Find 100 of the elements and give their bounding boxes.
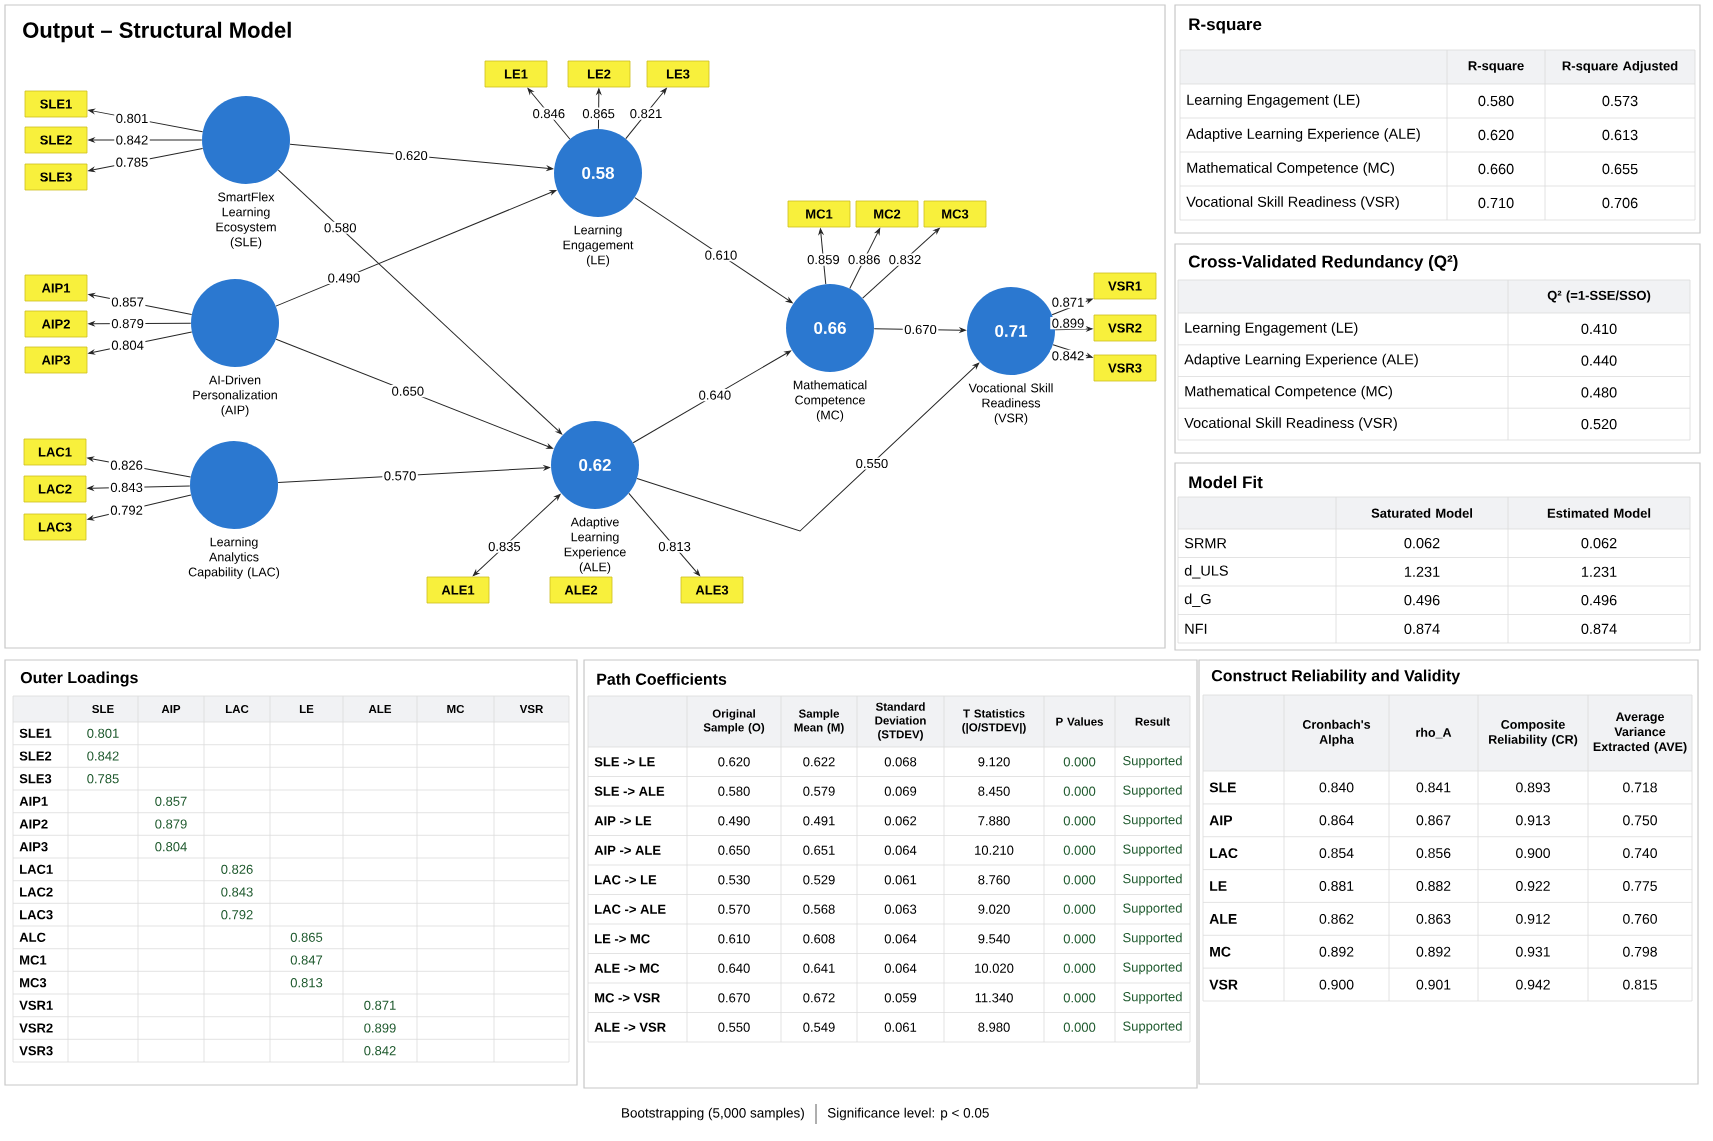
edge-label: 0.886 bbox=[846, 253, 882, 266]
table-value: 0.931 bbox=[1516, 946, 1550, 957]
arrow bbox=[625, 88, 667, 140]
panel-title: Outer Loadings bbox=[20, 671, 138, 687]
table-value: 10.020 bbox=[975, 963, 1014, 973]
table-value: 0.530 bbox=[718, 875, 750, 885]
construct-label: AI-Driven Personalization (AIP) bbox=[193, 375, 277, 417]
table-value: 0.710 bbox=[1478, 197, 1514, 209]
row-label: VSR1 bbox=[19, 1000, 53, 1010]
row-label: SLE -> ALE bbox=[594, 786, 665, 796]
table-value: 0.900 bbox=[1319, 979, 1354, 990]
table-value: 0.640 bbox=[718, 963, 750, 973]
table-value: 0.740 bbox=[1623, 848, 1657, 859]
diagram-title: Output – Structural Model bbox=[23, 21, 291, 43]
table-value: 0.841 bbox=[1416, 782, 1451, 793]
edge-label: 0.670 bbox=[902, 323, 939, 336]
table-value: 0.550 bbox=[718, 1022, 750, 1032]
table-value: 0.520 bbox=[1581, 418, 1617, 430]
column-header: T Statistics (|O/STDEV|) bbox=[962, 709, 1026, 734]
table-value: 9.120 bbox=[978, 757, 1010, 767]
table-value: 0.064 bbox=[884, 963, 917, 973]
edge-label: 0.650 bbox=[390, 385, 426, 398]
row-label: AIP bbox=[1209, 815, 1233, 826]
row-label: MC -> VSR bbox=[595, 993, 661, 1003]
row-label: NFI bbox=[1185, 623, 1207, 634]
table-value: 0.549 bbox=[803, 1022, 835, 1032]
edge-label: 0.792 bbox=[108, 504, 145, 517]
indicator-box: LE2 bbox=[567, 60, 631, 88]
arrow bbox=[632, 350, 792, 444]
edge-label: 0.843 bbox=[108, 481, 145, 494]
panel-title: Cross-Validated Redundancy (Q²) bbox=[1188, 255, 1458, 271]
table-value: 0.064 bbox=[884, 845, 917, 855]
table-value: 0.063 bbox=[884, 904, 917, 914]
table-value: 0.068 bbox=[884, 757, 917, 767]
table-value: 0.863 bbox=[1416, 913, 1451, 924]
table-value: 0.847 bbox=[290, 955, 323, 965]
table-value: 0.062 bbox=[884, 816, 917, 826]
table-value: 0.490 bbox=[718, 816, 750, 826]
table-value: 7.880 bbox=[978, 816, 1010, 826]
row-label: VSR bbox=[1209, 979, 1238, 990]
edge-label: 0.842 bbox=[114, 133, 150, 147]
edge-label: 0.835 bbox=[486, 540, 523, 553]
table-value: 0.942 bbox=[1516, 979, 1550, 990]
table-value: 0.655 bbox=[1602, 163, 1638, 175]
column-header: Average Variance Extracted (AVE) bbox=[1593, 712, 1687, 754]
table-value: 0.842 bbox=[364, 1046, 396, 1056]
edge-label: 0.570 bbox=[382, 469, 418, 482]
indicator-box: SLE1 bbox=[24, 90, 88, 118]
table-value: 8.450 bbox=[978, 786, 1010, 796]
indicator-box: VSR1 bbox=[1093, 272, 1157, 300]
table-value: Supported bbox=[1123, 844, 1182, 857]
table-value: 1.231 bbox=[1581, 566, 1617, 577]
row-label: Mathematical Competence (MC) bbox=[1185, 385, 1392, 400]
table-value: 0.062 bbox=[1404, 538, 1440, 549]
table-value: 0.801 bbox=[87, 728, 119, 738]
row-label: d_G bbox=[1184, 593, 1211, 607]
table-value: 0.864 bbox=[1319, 815, 1354, 826]
table-value: 0.785 bbox=[87, 774, 119, 784]
table-value: 0.857 bbox=[155, 796, 187, 806]
row-label: SLE2 bbox=[19, 751, 52, 761]
edge-label: 0.580 bbox=[322, 221, 358, 234]
table-value: 0.901 bbox=[1416, 979, 1451, 990]
table-value: 0.874 bbox=[1404, 623, 1440, 634]
footnote: Significance level: p < 0.05 bbox=[827, 1107, 989, 1121]
table-value: 0.775 bbox=[1623, 881, 1657, 891]
table-value: 0.913 bbox=[1516, 815, 1550, 826]
indicator-box: MC2 bbox=[855, 200, 919, 228]
table-value: 0.579 bbox=[803, 786, 835, 796]
arrow bbox=[596, 88, 602, 130]
row-label: SLE bbox=[1209, 782, 1236, 793]
table-value: 0.651 bbox=[803, 845, 835, 855]
row-label: Mathematical Competence (MC) bbox=[1187, 162, 1394, 176]
table-value: 0.856 bbox=[1416, 848, 1451, 859]
row-label: Learning Engagement (LE) bbox=[1187, 94, 1360, 108]
table-value: 0.620 bbox=[1478, 129, 1514, 141]
indicator-box: AIP2 bbox=[24, 310, 88, 338]
column-header: ALE bbox=[368, 705, 392, 713]
column-header: AIP bbox=[161, 705, 181, 713]
table-value: 0.000 bbox=[1063, 816, 1096, 826]
table-value: 0.871 bbox=[364, 1000, 396, 1010]
panel-title: Construct Reliability and Validity bbox=[1211, 669, 1461, 685]
table-value: 0.718 bbox=[1623, 782, 1657, 793]
edge-label: 0.846 bbox=[531, 107, 567, 120]
table-value: Supported bbox=[1123, 755, 1182, 768]
column-header: LAC bbox=[225, 704, 249, 714]
column-header: rho_A bbox=[1416, 727, 1452, 739]
table-value: 0.064 bbox=[884, 934, 917, 944]
table-value: 0.622 bbox=[803, 757, 835, 767]
column-header: LE bbox=[299, 705, 314, 713]
construct-label: Learning Analytics Capability (LAC) bbox=[188, 537, 280, 579]
edge-label: 0.859 bbox=[805, 253, 842, 266]
table-value: 0.893 bbox=[1516, 782, 1550, 793]
edge-label: 0.857 bbox=[109, 295, 146, 309]
panel-title: R-square bbox=[1189, 18, 1262, 34]
arrow bbox=[472, 493, 561, 577]
column-header: MC bbox=[447, 704, 465, 714]
column-header: Standard Deviation (STDEV) bbox=[875, 702, 926, 741]
arrow bbox=[862, 227, 940, 299]
table-value: 0.000 bbox=[1063, 757, 1096, 767]
arrow bbox=[289, 143, 554, 171]
